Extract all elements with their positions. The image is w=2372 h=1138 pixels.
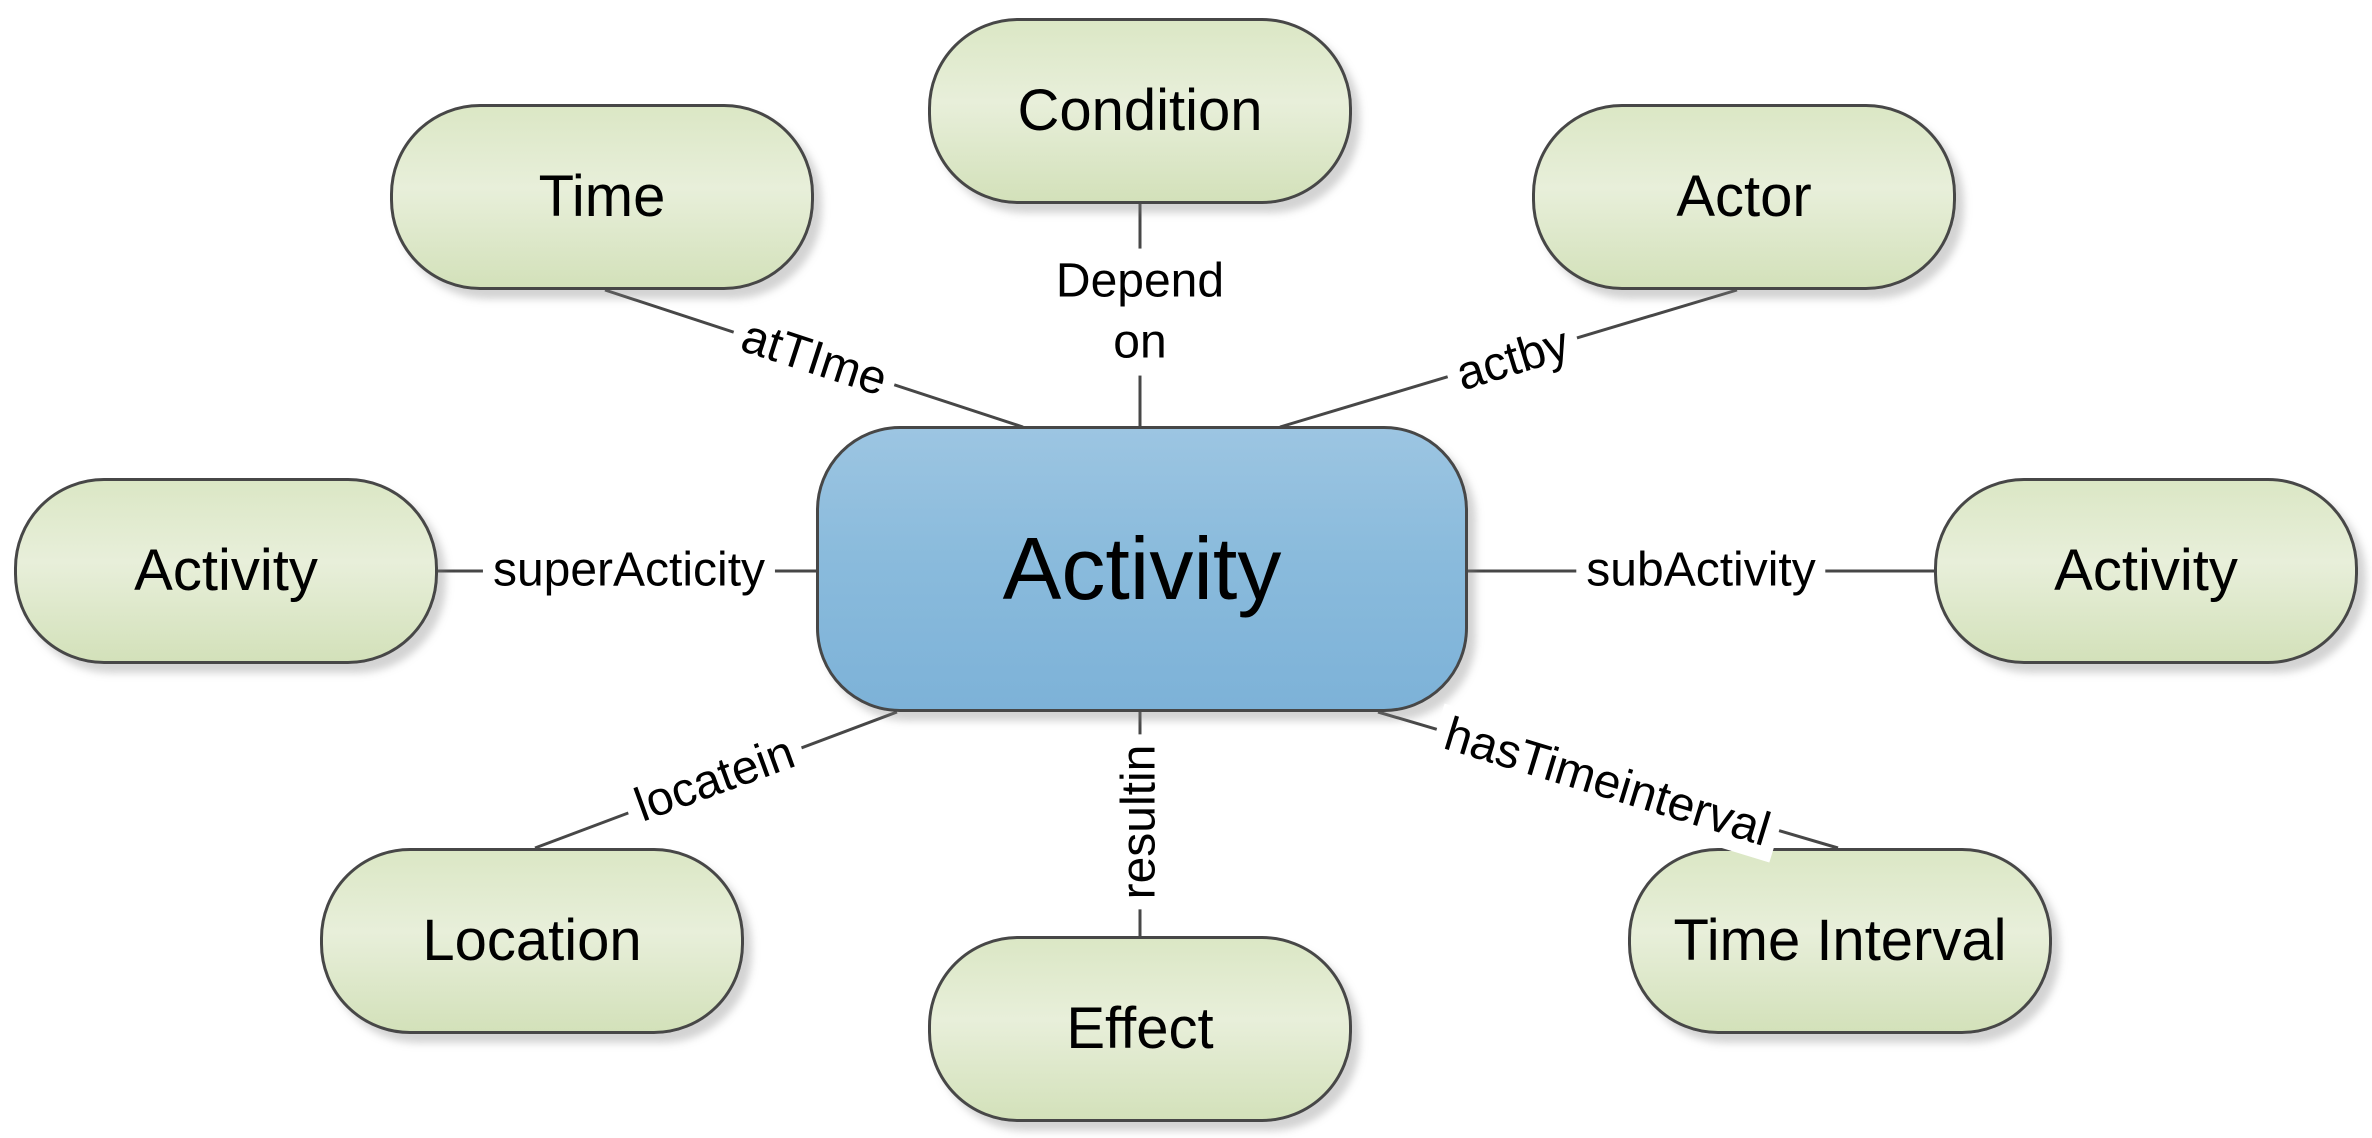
node-actor: Actor (1532, 104, 1956, 290)
edge-label-locatein: locatein (618, 721, 812, 839)
node-time: Time (390, 104, 814, 290)
edge-label-depend-on: Depend on (1045, 248, 1235, 376)
node-activity-left-label: Activity (134, 538, 318, 603)
node-effect-label: Effect (1066, 996, 1214, 1061)
edge-label-depend-on-line1: Depend (1055, 254, 1225, 308)
node-activity-right-label: Activity (2054, 538, 2238, 603)
node-time-interval-label: Time Interval (1673, 908, 2007, 973)
node-condition: Condition (928, 18, 1352, 204)
node-condition-label: Condition (1017, 78, 1263, 143)
edge-label-attime: atTIme (724, 305, 904, 413)
edge-label-depend-on-line2: on (1113, 316, 1167, 369)
node-location: Location (320, 848, 744, 1034)
edge-label-subactivity: subActivity (1576, 542, 1826, 600)
node-activity-right: Activity (1934, 478, 2358, 664)
edge-label-hastimeinterval: hasTimeinterval (1427, 703, 1787, 863)
node-location-label: Location (422, 908, 642, 973)
node-time-interval: Time Interval (1628, 848, 2052, 1034)
node-activity-central: Activity (816, 426, 1468, 712)
node-actor-label: Actor (1676, 164, 1812, 229)
node-activity-central-label: Activity (1002, 519, 1282, 618)
node-time-label: Time (538, 164, 666, 229)
node-effect: Effect (928, 936, 1352, 1122)
edge-label-superacticity: superActicity (482, 542, 776, 600)
node-activity-left: Activity (14, 478, 438, 664)
edge-label-resultin: resultin (1111, 734, 1169, 910)
edge-label-actby: actby (1440, 313, 1586, 407)
